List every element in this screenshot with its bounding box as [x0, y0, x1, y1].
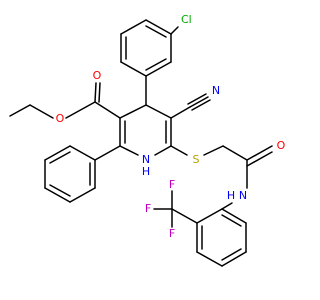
bond	[49, 151, 71, 164]
atom-nh-ring-n: N	[142, 153, 150, 166]
bond	[246, 145, 273, 161]
bonds	[9, 19, 273, 267]
atom-f-bottom: F	[169, 227, 175, 240]
bond	[222, 145, 248, 161]
bond	[49, 184, 71, 197]
bond	[9, 104, 31, 117]
bond	[170, 106, 191, 119]
bond	[196, 251, 223, 267]
bond	[94, 82, 97, 103]
bond	[44, 187, 71, 203]
bond	[44, 145, 71, 161]
bond	[189, 96, 209, 108]
bond	[145, 61, 172, 77]
atom-cl: Cl	[181, 13, 192, 26]
atom-nh-amide-n: N	[239, 189, 247, 202]
atom-nh-ring-h: H	[142, 165, 150, 178]
atom-o-ester-carbonyl: O	[93, 69, 102, 82]
atom-nh-ring: N H	[142, 153, 150, 178]
atom-s: S	[193, 153, 200, 166]
atom-nh-amide: N H	[227, 189, 247, 202]
atom-o-amide: O	[277, 139, 286, 152]
bond	[170, 26, 179, 35]
bond	[171, 208, 198, 224]
bond	[221, 214, 242, 227]
atom-f-top: F	[169, 178, 175, 191]
molecule-canvas: O O Cl N N H S O N H F F F	[9, 13, 286, 267]
bond	[196, 208, 223, 224]
bond	[154, 145, 172, 156]
atom-n-nitrile: N	[212, 84, 220, 97]
bond	[145, 58, 167, 71]
bond	[69, 187, 96, 203]
atom-f-left: F	[145, 202, 151, 215]
atom-nh-amide-h: H	[227, 189, 235, 202]
bond	[221, 251, 247, 267]
bond	[94, 145, 121, 161]
bond	[145, 104, 172, 119]
bond	[98, 82, 101, 103]
bond	[65, 101, 96, 119]
bond	[221, 248, 242, 261]
bond	[246, 151, 273, 167]
bond	[120, 61, 147, 77]
bond	[145, 19, 172, 35]
bond	[187, 93, 207, 105]
bond	[145, 25, 167, 38]
bond	[69, 145, 96, 161]
bond	[191, 99, 211, 111]
atom-o-ester-ether: O	[56, 112, 65, 125]
bond	[170, 145, 188, 156]
bond	[221, 208, 247, 224]
molecule-diagram: O O Cl N N H S O N H F F F	[9, 13, 286, 267]
bond	[29, 104, 54, 119]
bond	[221, 202, 233, 210]
bond	[94, 101, 121, 119]
bond	[203, 145, 224, 156]
bond	[120, 19, 147, 35]
atom-labels: O O Cl N N H S O N H F F F	[56, 13, 286, 240]
bond	[119, 104, 147, 119]
bond	[119, 145, 139, 156]
